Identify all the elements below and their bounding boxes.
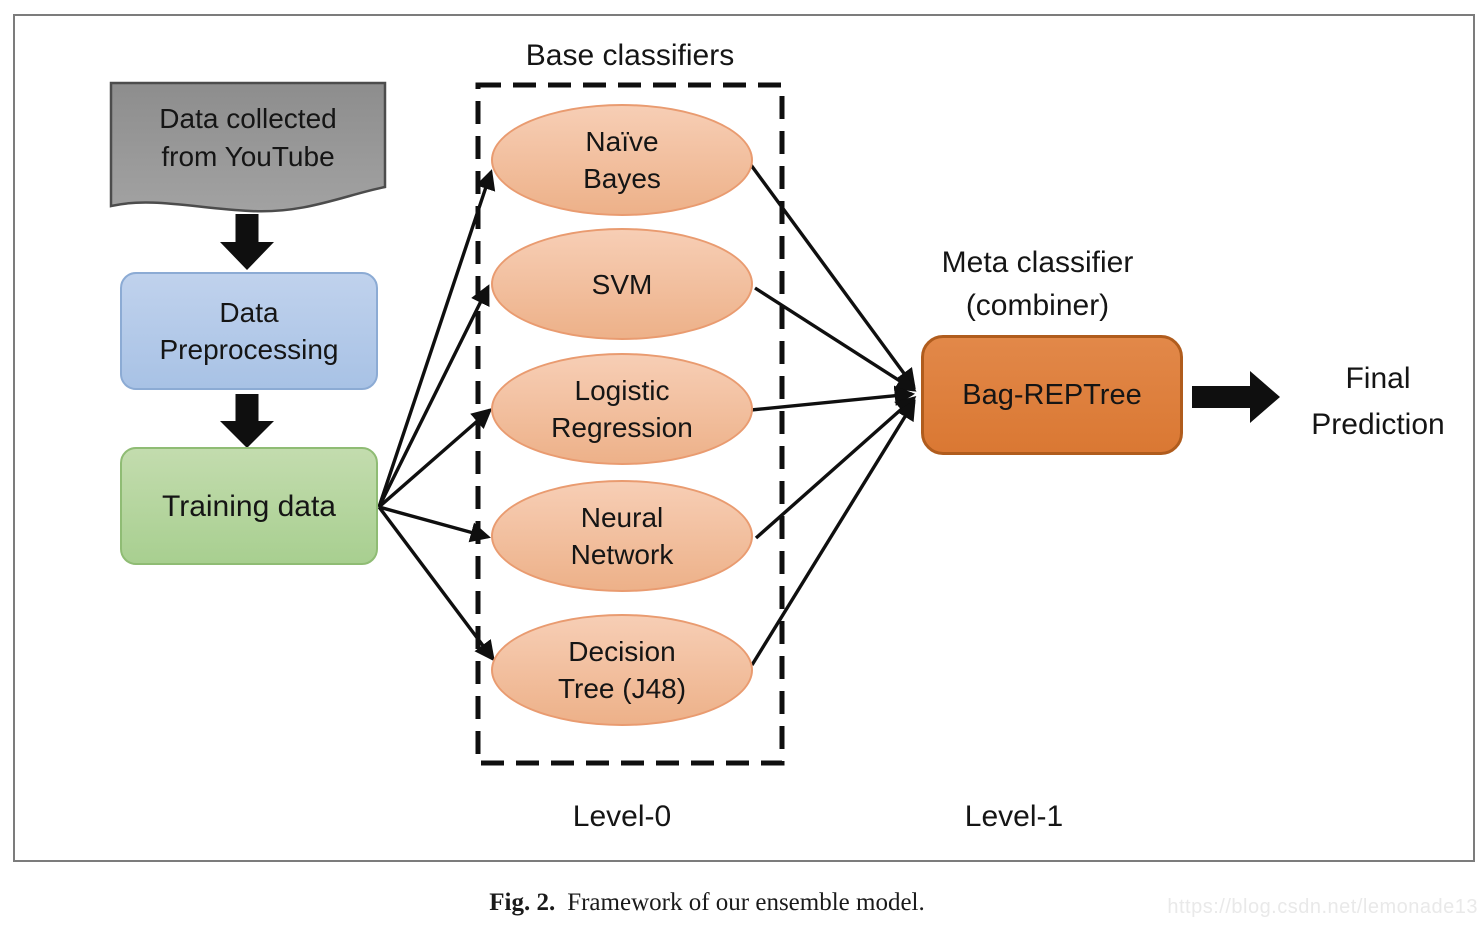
meta-classifier-title: Meta classifier (combiner) [941, 246, 1134, 322]
figure-caption-label: Fig. 2. [489, 889, 556, 916]
watermark-url: https://blog.csdn.net/lemonade13 [1167, 896, 1478, 918]
base-classifiers-title: Base classifiers [525, 39, 735, 72]
node-bag-reptree: Bag-REPTree [921, 335, 1183, 455]
node-decision-tree: Decision Tree (J48) [491, 614, 753, 726]
figure-caption: Fig. 2. Framework of our ensemble model. [0, 889, 1414, 917]
node-final-prediction: Final Prediction [1311, 362, 1445, 441]
node-data-collected: Data collected from YouTube [159, 103, 337, 172]
figure-caption-text: Framework of our ensemble model. [567, 889, 925, 916]
node-neural-network: Neural Network [491, 480, 753, 592]
level-0-label: Level-0 [572, 800, 672, 833]
level-1-label: Level-1 [964, 800, 1064, 833]
node-naive-bayes: Naïve Bayes [491, 104, 753, 216]
node-logistic-regression: Logistic Regression [491, 353, 753, 465]
node-data-preprocessing: Data Preprocessing [120, 272, 378, 390]
node-training-data: Training data [120, 447, 378, 565]
node-svm: SVM [491, 228, 753, 340]
